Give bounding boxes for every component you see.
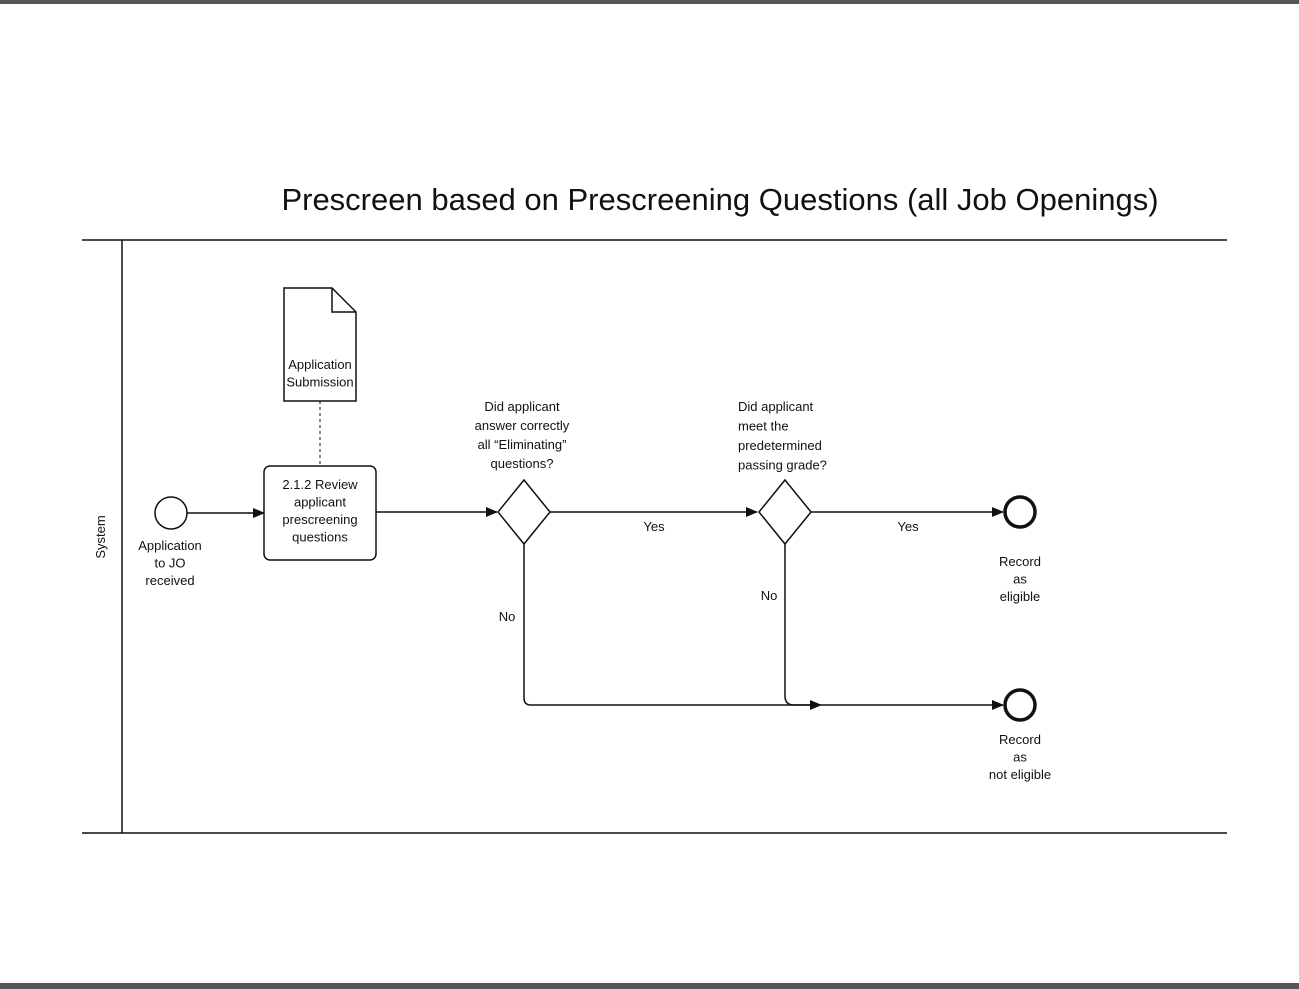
bottom-border-bar [0,983,1299,989]
gateway-2 [758,478,812,546]
label-line: Did applicant [738,399,814,414]
top-border-bar [0,0,1299,4]
start-event-label: Application to JO received [138,538,202,588]
label-line: received [145,573,194,588]
label-line: questions [292,530,348,545]
label-line: as [1013,572,1027,587]
label-line: not eligible [989,767,1051,782]
gateway-1 [497,478,551,546]
label-line: questions? [491,456,554,471]
flow-gateway-1-no [523,544,822,710]
label-line: Application [288,357,352,372]
end-event-eligible [1003,495,1037,529]
end-event-not-eligible-label: Record as not eligible [989,732,1051,782]
task-review-questions [263,465,377,561]
label-line: predetermined [738,438,822,453]
label-line: Record [999,554,1041,569]
no-label-2: No [761,588,778,603]
label-line: to JO [154,556,185,571]
end-event-eligible-label: Record as eligible [999,554,1041,604]
gateway-1-question: Did applicant answer correctly all “Elimin… [475,399,570,471]
label-line: 2.1.2 Review [282,477,358,492]
label-line: Submission [286,375,353,390]
label-line: passing grade? [738,458,827,473]
flow-gateway-2-no [784,544,812,706]
task-label: 2.1.2 Review applicant prescreening questio… [282,477,358,545]
label-line: applicant [294,495,346,510]
label-line: meet the [738,419,789,434]
diagram-title: Prescreen based on Prescreening Question… [281,182,1158,217]
label-line: answer correctly [475,418,570,433]
no-label-1: No [499,609,516,624]
yes-label-2: Yes [897,519,919,534]
gateway-2-question: Did applicant meet the predetermined passin… [738,399,827,473]
label-line: Record [999,732,1041,747]
label-line: eligible [1000,589,1040,604]
document-fold [331,288,356,313]
label-line: as [1013,750,1027,765]
start-event [154,496,188,530]
label-line: Did applicant [484,399,560,414]
lane-label: System [93,515,108,558]
document-icon [283,287,357,402]
label-line: prescreening [282,512,357,527]
yes-label-1: Yes [643,519,665,534]
end-event-not-eligible [1003,688,1037,722]
label-line: Application [138,538,202,553]
label-line: all “Eliminating” [478,437,567,452]
